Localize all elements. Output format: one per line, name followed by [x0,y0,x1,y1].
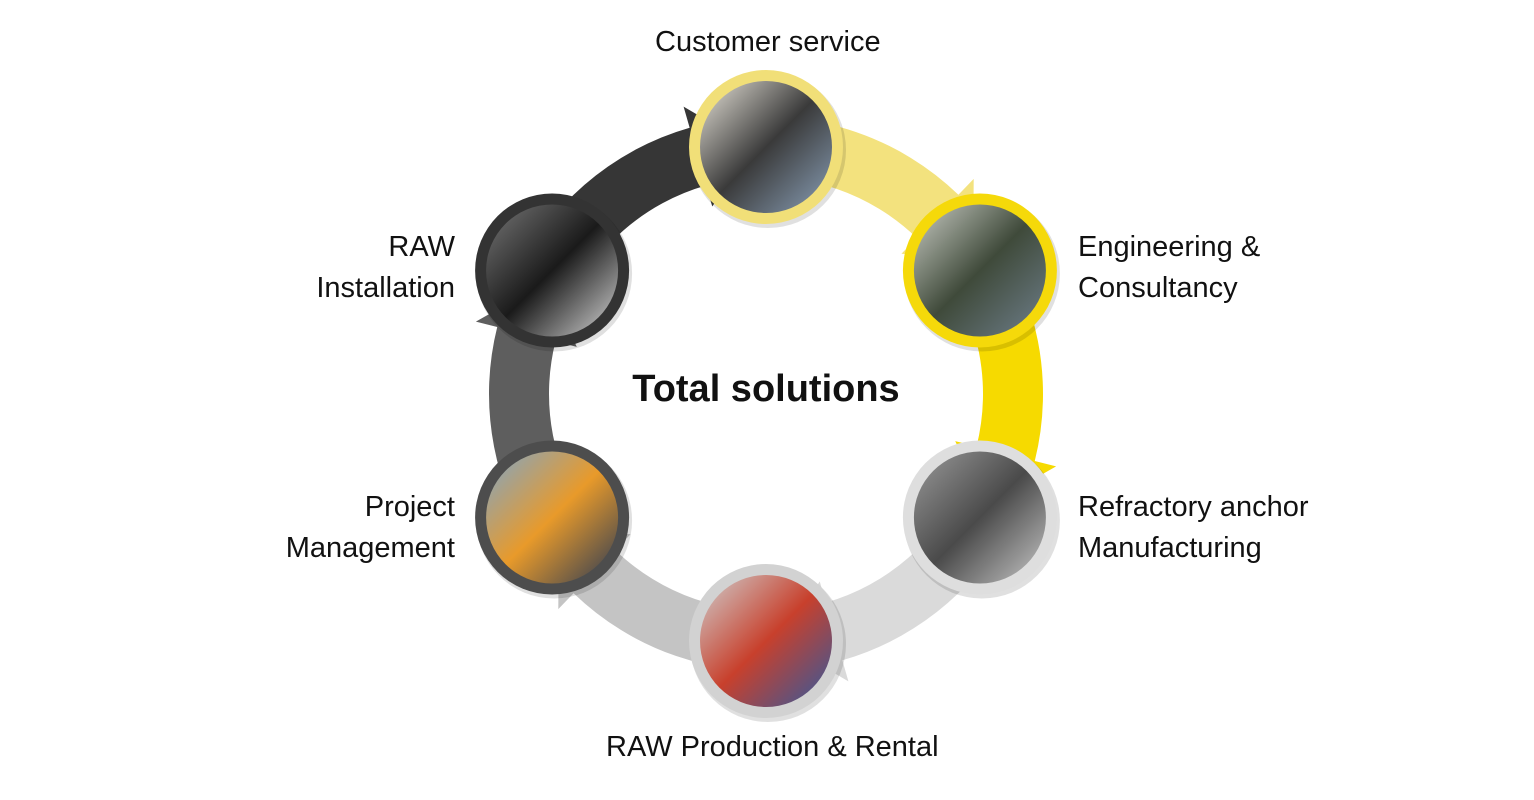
label-customer-service: Customer service [655,22,881,63]
node-project-management [475,440,633,599]
node-raw-production [689,564,846,722]
label-project-management: Project Management [286,487,455,569]
diagram-title: Total solutions [632,368,900,410]
node-refractory [902,440,1060,599]
node-customer-service [689,70,846,228]
cycle-nodes [475,70,1060,722]
node-photo [700,81,832,213]
node-raw-installation [475,193,633,352]
node-photo [700,575,832,707]
node-engineering [902,193,1060,352]
label-raw-installation: RAW Installation [316,227,455,309]
label-line: Installation [316,272,455,304]
label-raw-production: RAW Production & Rental [606,727,939,768]
label-line: Consultancy [1078,272,1238,304]
label-line: Manufacturing [1078,532,1262,564]
label-line: RAW Production & Rental [606,731,939,763]
label-line: Project [364,491,455,523]
node-photo [486,451,619,584]
label-refractory: Refractory anchor Manufacturing [1078,487,1309,569]
label-engineering: Engineering & Consultancy [1078,227,1260,309]
label-line: Management [285,532,455,564]
label-line: Refractory anchor [1078,491,1309,523]
node-photo [486,204,619,337]
node-photo [913,451,1046,584]
label-line: RAW [388,231,455,263]
label-line: Engineering & [1078,231,1261,263]
label-line: Customer service [655,26,881,58]
node-photo [913,204,1046,337]
